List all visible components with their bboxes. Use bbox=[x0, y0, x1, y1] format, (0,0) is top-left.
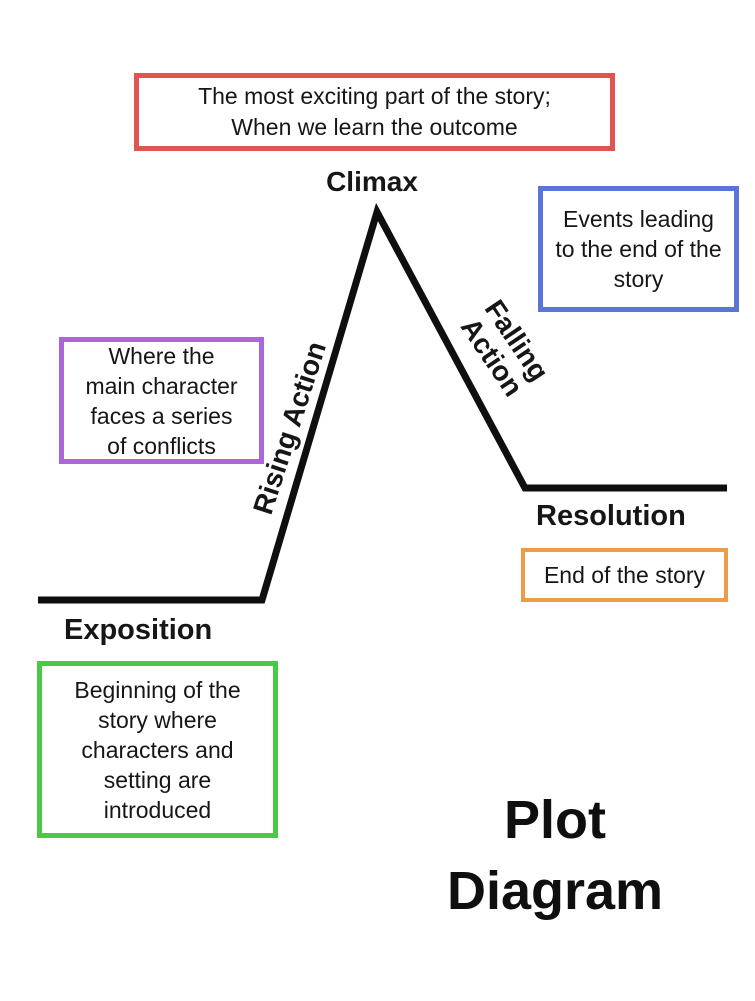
climax-note-box: The most exciting part of the story; Whe… bbox=[134, 73, 615, 151]
climax-label: Climax bbox=[326, 166, 418, 197]
falling-action-note-box: Events leading to the end of the story bbox=[538, 186, 739, 312]
plot-line bbox=[38, 202, 727, 604]
exposition-note-box: Beginning of the story where characters … bbox=[37, 661, 278, 838]
resolution-label: Resolution bbox=[536, 500, 686, 532]
page-title: Plot Diagram bbox=[446, 790, 664, 921]
resolution-note-box: End of the story bbox=[521, 548, 728, 602]
rising-action-note-box: Where the main character faces a series … bbox=[59, 337, 264, 464]
exposition-label: Exposition bbox=[64, 614, 213, 646]
